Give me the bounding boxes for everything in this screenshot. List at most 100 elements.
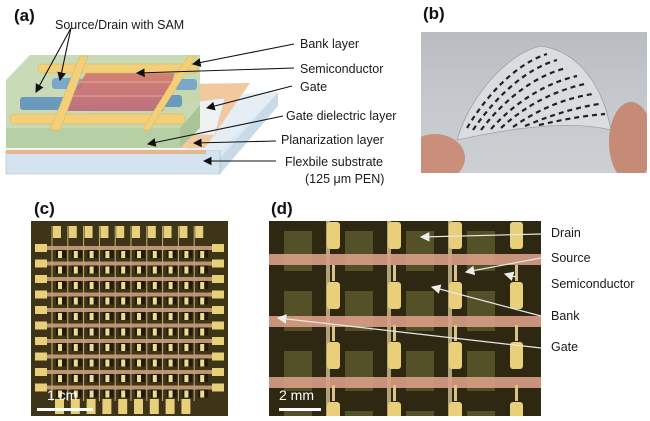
source-electrode	[73, 313, 78, 320]
gate-line	[269, 316, 541, 327]
bank-layer-label: Bank layer	[300, 37, 360, 51]
source-electrode	[89, 344, 94, 351]
source-electrode	[152, 313, 157, 320]
source-electrode	[89, 328, 94, 336]
source-electrode	[121, 375, 126, 382]
source-stub	[332, 325, 335, 341]
source-electrode	[137, 375, 141, 382]
scale-label-d: 2 mm	[279, 387, 314, 403]
scale-bar-d	[279, 408, 321, 411]
source-pad	[327, 282, 340, 309]
source-pad	[388, 342, 401, 369]
source-electrode	[152, 328, 157, 336]
drain-pad	[100, 226, 109, 238]
source-electrode	[184, 266, 189, 274]
source-pad	[510, 402, 523, 416]
source-pad	[449, 222, 462, 249]
source-electrode	[105, 359, 110, 367]
flexible-sheet-photo	[421, 32, 647, 173]
gate-pad-right	[212, 275, 224, 283]
semiconductor-label: Semiconductor	[300, 62, 384, 76]
drain-pad	[68, 226, 77, 238]
gate-pad-left	[35, 321, 47, 330]
source-pad	[388, 282, 401, 309]
source-electrode	[73, 297, 78, 305]
source-electrode	[58, 251, 62, 258]
source-electrode	[184, 375, 189, 382]
tft-array-photo: 1 cm	[31, 221, 228, 416]
substrate-note: (125 μm PEN)	[305, 172, 385, 186]
source-electrode	[89, 251, 94, 258]
source-pad	[55, 399, 64, 414]
source-electrode	[152, 344, 157, 351]
source-pad	[449, 402, 462, 416]
source-electrode	[121, 266, 126, 274]
source-electrode	[105, 390, 110, 398]
source-electrode	[73, 251, 78, 258]
source-electrode	[58, 375, 62, 382]
gate-line	[39, 308, 223, 312]
source-electrode	[73, 375, 78, 382]
drain-pad	[163, 226, 172, 238]
gate-pad-left	[35, 275, 47, 283]
source-electrode	[58, 359, 62, 367]
source-electrode	[137, 251, 141, 258]
panel-label-b: (b)	[423, 4, 445, 23]
source-electrode	[73, 328, 78, 336]
source-electrode	[58, 344, 62, 351]
source-electrode	[200, 359, 205, 367]
source-electrode	[105, 266, 110, 274]
gate-pad-left	[35, 352, 47, 361]
source-electrode	[168, 390, 173, 398]
source-electrode	[200, 328, 205, 336]
gate-line	[39, 292, 223, 297]
source-electrode	[89, 390, 94, 398]
source-electrode	[184, 251, 189, 258]
source-electrode	[168, 344, 173, 351]
source-pad	[165, 399, 175, 414]
drain-pad	[195, 226, 204, 238]
gate-pad-right	[212, 383, 224, 392]
source-stub	[393, 325, 396, 341]
gate-line	[269, 254, 541, 265]
semiconductor-layer	[62, 70, 175, 111]
scale-bar-c	[37, 408, 93, 411]
source-pad	[118, 399, 128, 414]
gate-pad-right	[212, 337, 224, 345]
gate-annotation: Gate	[551, 340, 579, 354]
source-electrode	[121, 344, 126, 351]
gate-pad-right	[212, 306, 224, 314]
source-electrode	[184, 297, 189, 305]
source-stub	[393, 385, 396, 401]
drain-pad	[53, 226, 61, 238]
gate-line	[39, 385, 223, 390]
source-electrode	[105, 375, 110, 382]
source-electrode	[121, 359, 126, 367]
drain-pad	[132, 226, 140, 238]
drain-pad	[179, 226, 188, 238]
semiconductor-region	[406, 411, 434, 416]
source-stub	[515, 265, 518, 281]
source-pad	[510, 222, 523, 249]
source-electrode	[73, 344, 78, 351]
magnified-tft-photo: 2 mm	[269, 221, 541, 416]
panel-label-c: (c)	[34, 199, 55, 218]
source-electrode	[200, 313, 205, 320]
source-pad	[134, 399, 143, 414]
source-pad	[327, 222, 340, 249]
source-electrode	[137, 359, 141, 367]
source-electrode	[200, 266, 205, 274]
source-electrode	[200, 251, 205, 258]
source-electrode	[137, 297, 141, 305]
gate-pad-left	[35, 306, 47, 314]
source-pad	[70, 399, 80, 414]
source-electrode	[152, 282, 157, 289]
gate-pad-right	[212, 259, 224, 268]
source-pad	[181, 399, 191, 414]
semiconductor-region	[467, 411, 495, 416]
source-electrode	[105, 328, 110, 336]
gate-line	[39, 339, 223, 343]
source-electrode	[89, 266, 94, 274]
source-stub	[515, 385, 518, 401]
annotation-arrows	[35, 27, 295, 166]
